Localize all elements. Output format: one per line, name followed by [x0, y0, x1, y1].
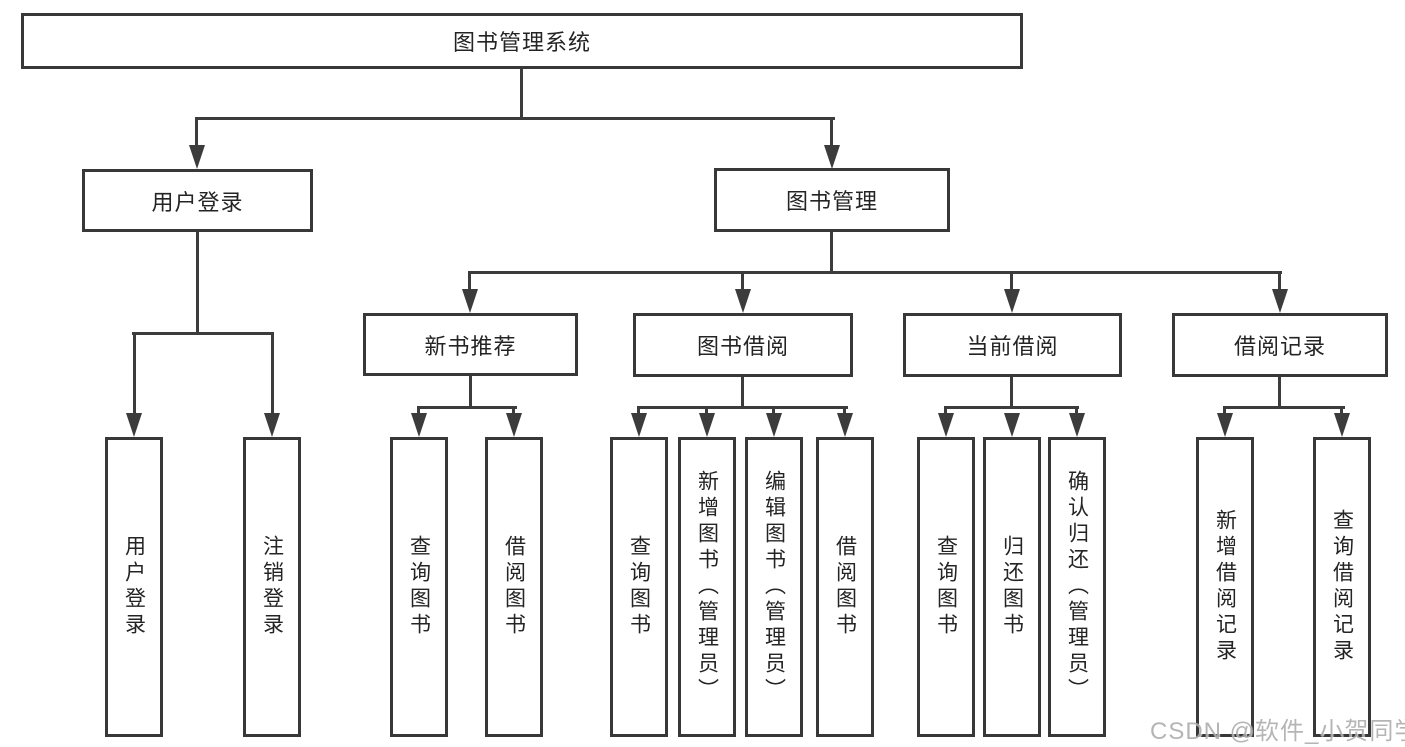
leaf-query-books-3: 查询图书 [917, 437, 975, 737]
leaf-user-login: 用户登录 [105, 437, 163, 737]
connector-vline [1010, 271, 1013, 297]
connector-vline [195, 117, 198, 149]
leaf-return-books: 归还图书 [983, 437, 1041, 737]
node-user-login: 用户登录 [82, 169, 313, 232]
leaf-confirm-return-admin: 确认归还（管理员） [1048, 437, 1106, 737]
node-book-borrow: 图书借阅 [633, 313, 853, 377]
leaf-label: 查询图书 [627, 535, 651, 639]
arrow-down-icon [1004, 413, 1020, 437]
connector-hline [196, 117, 835, 120]
leaf-label: 用户登录 [122, 535, 146, 639]
leaf-logout: 注销登录 [243, 437, 301, 737]
node-borrow-records: 借阅记录 [1172, 313, 1388, 377]
connector-vline [830, 117, 833, 149]
node-current-borrow: 当前借阅 [903, 313, 1122, 377]
arrow-down-icon [411, 413, 427, 437]
connector-vline [1278, 377, 1281, 409]
arrow-down-icon [506, 413, 522, 437]
leaf-label: 注销登录 [260, 535, 284, 639]
leaf-query-books-1: 查询图书 [390, 437, 448, 737]
node-book-management: 图书管理 [714, 168, 950, 232]
arrow-down-icon [1272, 289, 1288, 313]
node-label: 图书借阅 [696, 334, 789, 359]
arrow-down-icon [766, 413, 782, 437]
node-new-book-recommend: 新书推荐 [363, 313, 578, 376]
arrow-down-icon [824, 145, 840, 169]
csdn-watermark: CSDN @软件_小贺同学 [1150, 718, 1405, 745]
leaf-label: 查询借阅记录 [1330, 509, 1354, 665]
leaf-label: 新增借阅记录 [1213, 509, 1237, 665]
arrow-down-icon [699, 413, 715, 437]
node-label: 图书管理 [785, 189, 878, 214]
connector-hline [1224, 406, 1345, 409]
node-label: 新书推荐 [424, 333, 517, 359]
arrow-down-icon [1217, 413, 1233, 437]
node-library-system: 图书管理系统 [21, 13, 1023, 69]
connector-hline [945, 406, 1079, 409]
connector-hline [132, 332, 274, 335]
connector-vline [271, 332, 274, 422]
node-label: 图书管理系统 [452, 30, 591, 55]
leaf-add-borrow-record: 新增借阅记录 [1196, 437, 1254, 737]
arrow-down-icon [631, 413, 647, 437]
arrow-down-icon [189, 145, 205, 169]
arrow-down-icon [1069, 413, 1085, 437]
arrow-down-icon [1334, 413, 1350, 437]
arrow-down-icon [735, 289, 751, 313]
arrow-down-icon [938, 413, 954, 437]
leaf-query-borrow-record: 查询借阅记录 [1313, 437, 1371, 737]
node-label: 当前借阅 [966, 334, 1059, 359]
connector-vline [741, 377, 744, 409]
arrow-down-icon [126, 413, 142, 437]
connector-vline [468, 271, 471, 297]
connector-vline [830, 232, 833, 274]
connector-hline [418, 406, 517, 409]
leaf-label: 新增图书（管理员） [695, 470, 719, 704]
connector-hline [469, 271, 1282, 274]
arrow-down-icon [1004, 289, 1020, 313]
leaf-label: 查询图书 [934, 535, 958, 639]
arrow-down-icon [837, 413, 853, 437]
leaf-label: 编辑图书（管理员） [762, 470, 786, 704]
connector-vline [1278, 271, 1281, 297]
leaf-label: 借阅图书 [833, 535, 857, 639]
connector-vline [469, 376, 472, 409]
node-label: 用户登录 [151, 189, 244, 215]
leaf-label: 借阅图书 [502, 535, 526, 639]
connector-vline [741, 271, 744, 297]
leaf-edit-books-admin: 编辑图书（管理员） [745, 437, 803, 737]
connector-hline [638, 406, 848, 409]
leaf-label: 归还图书 [1000, 535, 1024, 639]
leaf-label: 确认归还（管理员） [1065, 470, 1089, 704]
leaf-query-books-2: 查询图书 [610, 437, 668, 737]
leaf-add-books-admin: 新增图书（管理员） [678, 437, 736, 737]
arrow-down-icon [264, 413, 280, 437]
connector-vline [196, 232, 199, 335]
connector-vline [520, 69, 523, 119]
connector-vline [133, 332, 136, 422]
node-label: 借阅记录 [1233, 334, 1326, 359]
arrow-down-icon [462, 289, 478, 313]
connector-vline [1010, 377, 1013, 409]
leaf-borrow-books-1: 借阅图书 [485, 437, 543, 737]
leaf-borrow-books-2: 借阅图书 [816, 437, 874, 737]
leaf-label: 查询图书 [407, 535, 431, 639]
